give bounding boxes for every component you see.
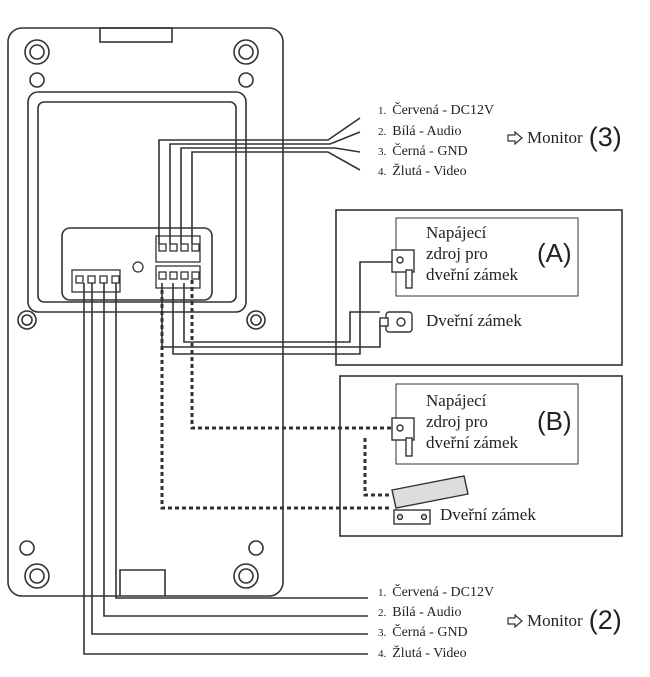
monitor2-wire-4: 4.Žlutá - Video [378,646,467,661]
box-b-dashed-wires [160,280,392,510]
connector-terminals [71,235,201,293]
monitor2-wire-1: 1.Červená - DC12V [378,585,495,600]
door-lock-a-icon [379,311,413,333]
monitor3-wire-1: 1.Červená - DC12V [378,103,495,118]
monitor2-wires [83,283,368,655]
monitor2-label: Monitor(2) [507,605,622,636]
monitor3-wires [158,117,361,244]
monitor3-label: Monitor(3) [507,122,622,153]
box-a-letter: (A) [537,238,572,268]
box-a-power-label: Napájecí zdroj pro dveřní zámek [426,223,519,284]
arrow-right-icon [507,613,523,628]
monitor3-wire-2: 2.Bílá - Audio [378,124,462,139]
monitor2-wire-3: 3.Černá - GND [378,625,468,640]
arrow-right-icon [507,130,523,145]
box-b-letter: (B) [537,406,572,436]
monitor3-wire-4: 4.Žlutá - Video [378,164,467,179]
box-b-lock-label: Dveřní zámek [440,505,536,524]
door-station-panel [7,27,284,597]
monitor2-wire-2: 2.Bílá - Audio [378,605,462,620]
monitor3-wire-3: 3.Černá - GND [378,144,468,159]
box-a-lock-label: Dveřní zámek [426,311,522,330]
power-supply-b-icon [391,417,415,457]
box-b-power-label: Napájecí zdroj pro dveřní zámek [426,391,519,452]
electric-strike-b-icon [391,475,469,525]
power-supply-a-icon [391,249,415,289]
